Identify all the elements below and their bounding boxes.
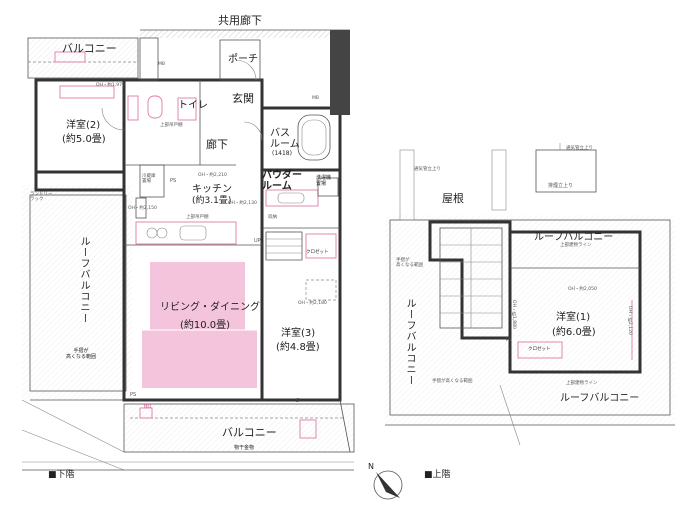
stairs-lower [265,231,303,261]
western2-name: 洋室(2) [66,120,101,131]
lower-floor-plan [21,29,355,471]
porch-label: ポーチ [228,54,258,65]
handrail-note-lower: 手摺が 高くなる範囲 [66,348,97,360]
upper-closet-label: クロゼット [528,347,551,352]
drying-hardware-label: 物干金物 [234,445,255,451]
roof-label: 屋根 [442,192,464,205]
corridor-label: 共用廊下 [218,14,262,27]
kitchen-counter [135,221,237,245]
toilet-label: トイレ [178,100,208,111]
exhaust-note: 排煙立上り [548,183,574,189]
structural-column [330,30,350,115]
upper-floor-label: ■上階 [424,470,451,480]
living-highlight-lower [142,330,257,388]
closet-outline [305,233,337,259]
note-storage: 収納 [268,215,277,220]
beam-line-bottom: 上部建物ライン [566,381,598,386]
western2-size: (約5.0畳) [62,134,106,145]
upper-roof-balcony-top-label: ルーフバルコニー [534,232,614,243]
laundry-label: 洗濯機 置場 [316,175,332,187]
note-s: S [296,398,300,404]
note-up: UP [254,238,261,244]
lower-floor-label: ■下階 [48,470,75,480]
upper-roof-balcony-left-label: ルーフバルコニー [404,298,415,386]
left-roof-balcony-label: ルーフバルコニー [78,236,89,324]
note-fridge: 冷蔵庫 置場 [142,174,156,184]
note-oh1970: OH・約1,970 [96,83,125,88]
living-highlight-upper [150,262,245,330]
note-upper-cabinet-1: 上部吊戸棚 [160,123,183,128]
left-roof-balcony-area [22,185,132,400]
upper-oh-note: OH・約2,050 [568,287,597,292]
upper-floor-plan [385,143,675,446]
western1-size: (約6.0畳) [552,327,596,338]
compass [373,470,403,500]
corridor-strip [140,30,350,38]
upper-roof-area [385,215,675,425]
closet-label: クロゼット [306,250,329,255]
note-oh2130: OH・約2,130 [228,201,257,206]
upper-closet-outline [517,341,563,359]
upper-oh2120: OH・約2,120 [627,306,632,335]
upper-outer-wall [428,220,642,374]
note-oh2180: OH・約2,180 [298,301,327,306]
top-balcony-label: バルコニー [62,42,117,55]
note-upper-cabinet-2: 上部吊戸棚 [186,215,209,220]
living-size: (約10.0畳) [180,320,231,331]
compass-north-label: N [368,462,374,471]
hallway-label: 廊下 [206,138,228,151]
note-mb-2: MB [312,96,319,101]
powder-room-label: パウダー ルーム [262,170,302,192]
note-bo: BO [144,404,152,410]
bathtub-shape [297,114,331,161]
vanity-shape [265,189,319,207]
upper-oh1880: OH・約1,880 [511,300,516,329]
living-name: リビング・ダイニング [160,302,260,313]
stairs-upper [439,227,503,329]
western1-name: 洋室(1) [556,312,591,323]
entrance-label: 玄関 [232,92,254,105]
upper-ps: PS [506,338,512,343]
vent-note-1: 通気管立上り [414,167,441,172]
vent-note-2: 通気管立上り [566,146,593,151]
note-mb-1: MB [158,62,165,67]
upper-handrail-note-1: 手摺が 高くなる範囲 [396,258,423,268]
note-oh2210: OH・約2,210 [198,173,227,178]
note-laundry-rack: ランドリー ラック [30,192,53,202]
note-oh2150: OH・約2,150 [128,206,157,211]
bath-size-label: (1418) [272,150,292,157]
note-ps-2: PS [130,392,137,398]
upper-roof-balcony-bottom-label: ルーフバルコニー [560,393,640,404]
kitchen-name: キッチン [192,184,232,195]
beam-line-top: 上部建物ライン [560,243,592,248]
upper-handrail-note-2: 手摺が高くなる範囲 [432,379,473,384]
note-ps-1: PS [170,178,177,184]
western3-size: (約4.8畳) [276,342,320,353]
western3-name: 洋室(3) [281,328,316,339]
toilet-shape [147,95,163,119]
bottom-balcony-label: バルコニー [222,426,277,439]
kitchen-size: (約3.1畳) [192,196,232,206]
bath-room-label: バス ルーム [270,128,300,150]
